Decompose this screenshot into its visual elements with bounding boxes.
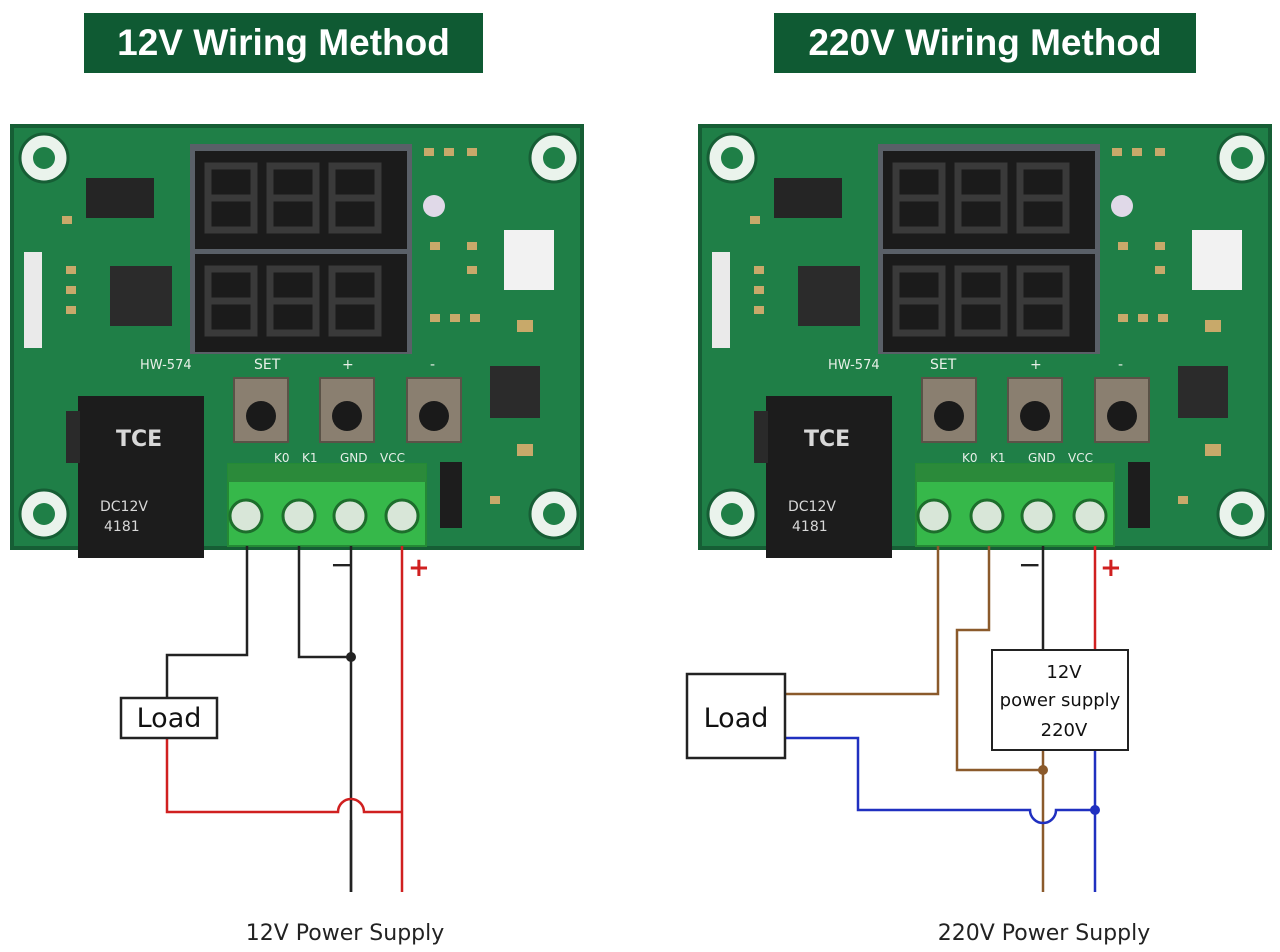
junction-dot [346, 652, 356, 662]
junction-dot-blue [1090, 805, 1100, 815]
minus-button-label: - [430, 357, 435, 373]
plus-marker: + [1100, 553, 1122, 583]
title-12v-wiring: 12V Wiring Method [84, 13, 483, 73]
right-wiring [786, 546, 1097, 892]
terminal-k0-label: K0 [962, 451, 978, 465]
wire-k1 [297, 546, 351, 659]
relay-dc12v-label: DC12V [788, 499, 836, 515]
wire-load-vcc [165, 738, 402, 814]
board-model-label: HW-574 [828, 358, 880, 373]
pcb-board-right: SET + - HW-574 K0 K1 GND VCC TCE DC12V 4… [700, 126, 1270, 558]
supply-label: 220V Power Supply [938, 921, 1151, 946]
supply-label: 12V Power Supply [246, 921, 445, 946]
terminal-k0-label: K0 [274, 451, 290, 465]
minus-button-label: - [1118, 357, 1123, 373]
plus-marker: + [408, 553, 430, 583]
terminal-vcc-label: VCC [1068, 451, 1093, 465]
psu-power-supply-label: power supply [1000, 690, 1121, 711]
load-box [119, 696, 219, 740]
load-label: Load [137, 703, 202, 734]
left-wiring [165, 546, 404, 892]
terminal-gnd-label: GND [340, 451, 368, 465]
relay-4181-label: 4181 [792, 519, 828, 535]
psu-12v-label: 12V [1046, 662, 1082, 683]
title-220v-wiring: 220V Wiring Method [774, 13, 1196, 73]
board-model-label: HW-574 [140, 358, 192, 373]
minus-marker: − [1018, 548, 1041, 581]
terminal-k1-label: K1 [302, 451, 318, 465]
set-button-label: SET [930, 357, 957, 373]
relay-dc12v-label: DC12V [100, 499, 148, 515]
psu-220v-label: 220V [1041, 720, 1088, 741]
wire-load-neutral [786, 736, 1095, 825]
minus-marker: − [330, 548, 353, 581]
power-supply-box [991, 649, 1129, 751]
wire-k1 [955, 546, 1043, 772]
set-button-label: SET [254, 357, 281, 373]
relay-brand-label: TCE [116, 427, 162, 452]
wire-k0 [786, 546, 940, 696]
plus-button-label: + [342, 357, 354, 373]
wire-k0 [165, 546, 249, 700]
pcb-board-left: SET + - HW-574 K0 K1 GND VCC TCE DC12V 4… [12, 126, 582, 558]
junction-dot-brown [1038, 765, 1048, 775]
relay-4181-label: 4181 [104, 519, 140, 535]
terminal-k1-label: K1 [990, 451, 1006, 465]
load-box [685, 672, 787, 760]
load-label: Load [704, 703, 769, 734]
terminal-vcc-label: VCC [380, 451, 405, 465]
relay-brand-label: TCE [804, 427, 850, 452]
terminal-gnd-label: GND [1028, 451, 1056, 465]
plus-button-label: + [1030, 357, 1042, 373]
